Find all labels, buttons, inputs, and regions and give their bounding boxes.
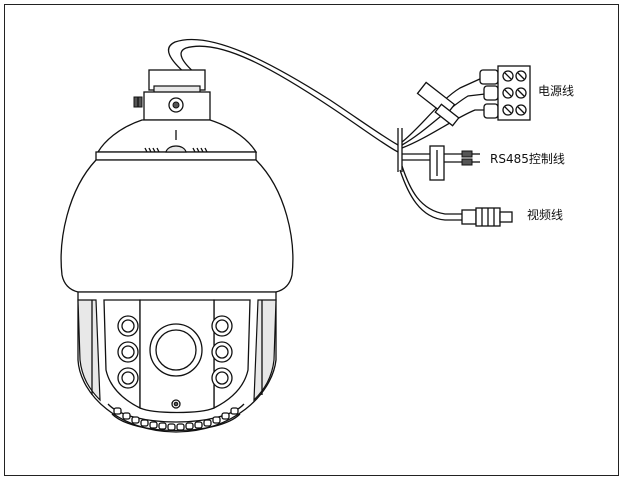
label-power: 电源线 (538, 84, 574, 98)
rs485-cable (402, 145, 480, 181)
terminal-block-icon (479, 65, 531, 121)
cable-split (397, 128, 403, 172)
main-cable (167, 38, 399, 153)
power-cable (401, 65, 531, 149)
bnc-connector-icon (461, 207, 513, 227)
vent-slits (144, 147, 208, 153)
video-cable (399, 165, 513, 227)
label-rs485: RS485控制线 (490, 152, 565, 166)
ribbed-ring (113, 407, 239, 431)
label-video: 视频线 (527, 207, 563, 222)
speed-dome-camera-icon (60, 69, 294, 433)
